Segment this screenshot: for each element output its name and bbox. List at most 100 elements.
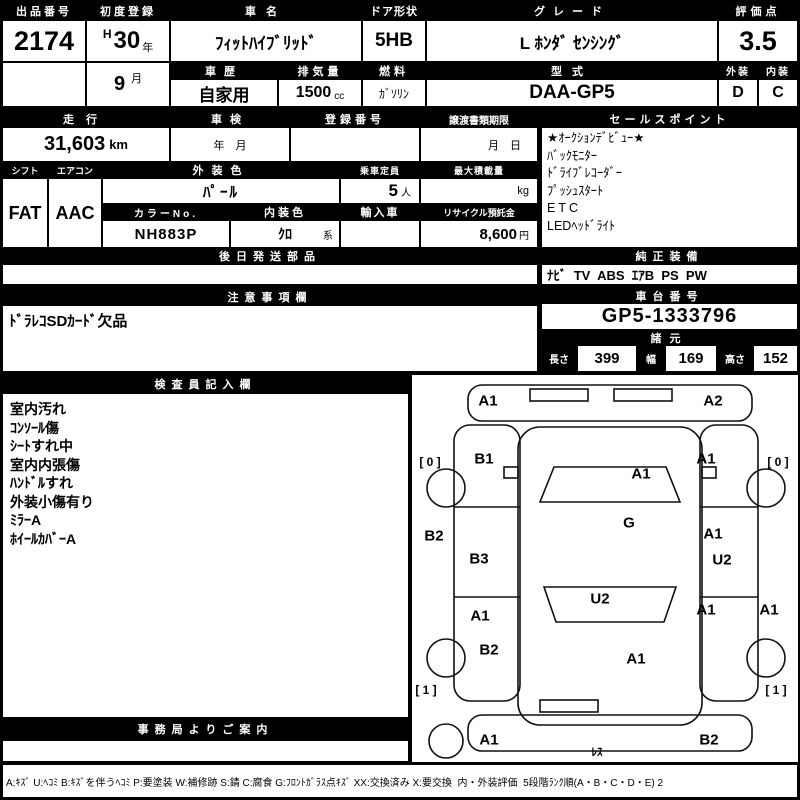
damage-marker: A1 <box>626 650 646 668</box>
office-notice-header: 事務局よりご案内 <box>2 718 409 740</box>
divider <box>409 375 412 762</box>
mileage-value: 31,603 km <box>2 127 170 162</box>
color-no-value: NH883P <box>102 220 230 248</box>
shift-text: FAT <box>8 202 42 223</box>
sales-points-list: ★ｵｰｸｼｮﾝﾃﾞﾋﾞｭｰ★ ﾊﾞｯｸﾓﾆﾀｰ ﾄﾞﾗｲﾌﾞﾚｺｰﾀﾞｰ ﾌﾟｯ… <box>541 127 798 248</box>
damage-marker: A1 <box>696 601 716 619</box>
damage-marker: B2 <box>424 527 444 545</box>
height-text: 152 <box>762 350 789 367</box>
width-text: 169 <box>678 350 704 367</box>
transfer-deadline-header: 譲渡書類期限 <box>420 111 538 127</box>
damage-marker: A1 <box>703 525 723 543</box>
door-shape-value: 5HB <box>362 20 426 62</box>
sales-point-item: ﾄﾞﾗｲﾌﾞﾚｺｰﾀﾞｰ <box>547 166 623 180</box>
damage-marker: A1 <box>470 607 490 625</box>
panel-rank-marker: [ 0 ] <box>767 455 789 469</box>
caution-text: ﾄﾞﾗﾚｺSDｶｰﾄﾞ欠品 <box>9 313 128 330</box>
recycle-deposit-header: リサイクル預託金 <box>420 204 538 220</box>
shift-header: シフト <box>2 162 48 178</box>
damage-marker: A1 <box>759 601 779 619</box>
grade-header: グレード <box>426 2 718 20</box>
inspector-note-item: 室内内張傷 <box>10 456 80 473</box>
chassis-no-value: GP5-1333796 <box>541 303 798 330</box>
capacity-header: 乗車定員 <box>340 162 420 178</box>
inspector-note-item: ﾎｲｰﾙｶﾊﾞｰA <box>10 530 77 547</box>
aircon-header: エアコン <box>48 162 102 178</box>
damage-marker: A1 <box>631 465 651 483</box>
first-registration-header: 初度登録 <box>86 2 170 20</box>
shift-value: FAT <box>2 178 48 248</box>
auction-no-text: 2174 <box>13 25 75 56</box>
divider <box>0 107 800 111</box>
inspection-text: 年 月 <box>213 139 247 152</box>
car-history-value: 自家用 <box>170 79 278 107</box>
exterior-color-value: ﾊﾟｰﾙ <box>102 178 340 204</box>
length-label: 長さ <box>541 345 577 372</box>
door-text: 5HB <box>374 30 413 51</box>
damage-marker: A1 <box>696 450 716 468</box>
car-history-header: 車歴 <box>170 62 278 79</box>
recycle-amount: 8,600 <box>479 225 517 243</box>
chassis-no-header: 車台番号 <box>541 288 798 303</box>
inspector-note-item: ｺﾝｿｰﾙ傷 <box>10 419 59 436</box>
chassis-no-text: GP5-1333796 <box>601 305 738 327</box>
damage-marker: B1 <box>474 450 494 468</box>
displacement-unit: cc <box>334 91 345 102</box>
inspector-notes-list: 室内汚れ ｺﾝｿｰﾙ傷 ｼｰﾄすれ中 室内内張傷 ﾊﾝﾄﾞﾙすれ 外装小傷有り … <box>2 393 409 718</box>
length-text: 399 <box>594 350 620 367</box>
era-letter: H <box>102 27 112 41</box>
equipment-text: ﾅﾋﾞ TV ABS ｴｱB PS PW <box>547 268 707 283</box>
mileage-unit: km <box>109 137 128 152</box>
car-name-value: ﾌｨｯﾄﾊｲﾌﾞﾘｯﾄﾞ <box>170 20 362 62</box>
dimensions-header: 諸元 <box>541 330 798 345</box>
fuel-header: 燃料 <box>362 62 426 79</box>
height-value: 152 <box>753 345 798 372</box>
sales-point-item: ﾊﾞｯｸﾓﾆﾀｰ <box>547 148 598 163</box>
interior-color-suffix: 系 <box>323 231 333 242</box>
color-no-text: NH883P <box>134 225 198 243</box>
damage-code-legend: A:ｷｽﾞ U:ﾍｺﾐ B:ｷｽﾞを伴うﾍｺﾐ P:要塗装 W:補修跡 S:錆 … <box>6 777 664 789</box>
factory-equipment-value: ﾅﾋﾞ TV ABS ｴｱB PS PW <box>541 264 798 285</box>
transfer-deadline-value: 月 日 <box>420 127 538 162</box>
recycle-unit: 円 <box>519 230 529 242</box>
divider <box>0 372 800 375</box>
vehicle-damage-diagram: A1 A2 [ 0 ] B1 A1 [ 0 ] A1 B2 B3 G A1 U2… <box>412 375 798 762</box>
interior-grade-text: C <box>772 84 784 101</box>
caution-value: ﾄﾞﾗﾚｺSDｶｰﾄﾞ欠品 <box>2 305 538 372</box>
exterior-grade-text: D <box>732 84 744 101</box>
sales-point-item: ★ｵｰｸｼｮﾝﾃﾞﾋﾞｭｰ★ <box>547 131 645 145</box>
caution-header: 注意事項欄 <box>2 288 538 305</box>
inspector-note-item: ﾐﾗｰA <box>10 512 42 528</box>
damage-marker: U2 <box>590 590 610 608</box>
damage-marker: B3 <box>469 550 489 568</box>
aircon-text: AAC <box>55 202 95 223</box>
auction-no-value: 2174 <box>2 20 86 62</box>
displacement-header: 排気量 <box>278 62 362 79</box>
aircon-value: AAC <box>48 178 102 248</box>
inspector-note-item: ﾊﾝﾄﾞﾙすれ <box>10 475 73 491</box>
damage-marker: B2 <box>479 641 499 659</box>
first-reg-month-value: 9 月 <box>86 62 170 107</box>
office-notice-value <box>2 740 409 762</box>
fuel-text: ｶﾞｿﾘﾝ <box>378 86 409 101</box>
divider <box>0 762 800 765</box>
sales-point-item: LEDﾍｯﾄﾞﾗｲﾄ <box>547 218 616 233</box>
import-header: 輸入車 <box>340 204 420 220</box>
model-code-header: 型式 <box>426 62 718 79</box>
mileage-header: 走行 <box>2 111 170 127</box>
damage-marker: A1 <box>479 731 499 749</box>
sales-point-item: ﾌﾟｯｼｭｽﾀｰﾄ <box>547 183 604 198</box>
damage-marker: G <box>623 514 635 532</box>
capacity-number: 5 <box>388 181 398 200</box>
interior-color-value: ｸﾛ 系 <box>230 220 340 248</box>
car-name-text: ﾌｨｯﾄﾊｲﾌﾞﾘｯﾄﾞ <box>215 33 317 53</box>
max-load-unit: kg <box>517 185 529 197</box>
auction-no-header: 出品番号 <box>2 2 86 20</box>
reg-year: 30 <box>113 27 141 54</box>
panel-rank-marker: [ 0 ] <box>419 455 441 469</box>
inspection-header: 車検 <box>170 111 290 127</box>
inspector-notes-header: 検査員記入欄 <box>2 375 409 393</box>
exterior-color-header: 外装色 <box>102 162 340 178</box>
mileage-number: 31,603 <box>44 133 106 155</box>
factory-equipment-header: 純正装備 <box>541 248 798 264</box>
